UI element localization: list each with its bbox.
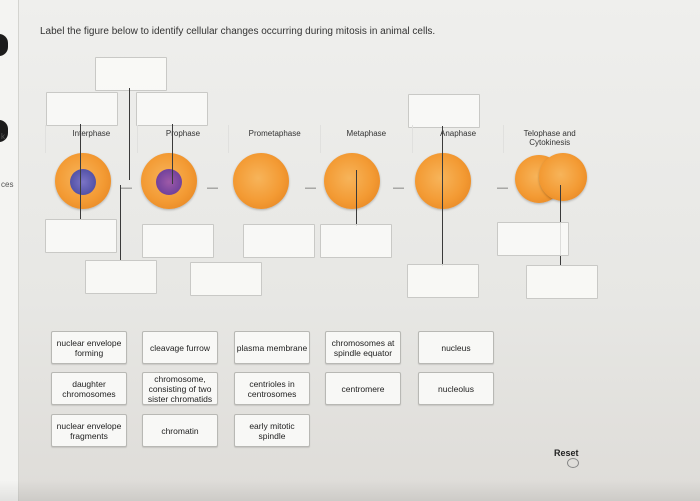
leader-line [129,88,130,180]
label-drop-box[interactable] [497,222,569,256]
cell-nucleus [70,169,96,195]
stage-label-anaphase: Anaphase [411,125,504,153]
label-drop-box[interactable] [408,94,480,128]
answer-centrioles-in-centrosomes[interactable]: centrioles in centrosomes [234,372,310,405]
answer-daughter-chromosomes[interactable]: daughter chromosomes [51,372,127,405]
label-drop-box[interactable] [142,224,214,258]
prophase-cell [141,153,197,209]
nav-dot [0,34,8,56]
label-drop-box[interactable] [46,92,118,126]
stage-header: Interphase Prophase Prometaphase Metapha… [45,125,595,153]
metaphase-cell [324,153,380,209]
answer-plasma-membrane[interactable]: plasma membrane [234,331,310,364]
stage-label-prophase: Prophase [136,125,229,153]
answer-chromosomes-at-spindle-equator[interactable]: chromosomes at spindle equator [325,331,401,364]
stage-label-prometaphase: Prometaphase [228,125,320,153]
reset-button[interactable]: Reset [554,448,579,458]
leader-line [172,124,173,184]
reset-icon[interactable] [567,458,579,468]
label-drop-box[interactable] [526,265,598,299]
cell-nucleus [156,169,182,195]
answer-centromere[interactable]: centromere [325,372,401,405]
nav-dot [0,120,8,142]
answer-chromatin[interactable]: chromatin [142,414,218,447]
side-label: ces [1,180,14,189]
side-label: k [1,132,5,141]
interphase-cell [55,153,111,209]
stage-label-metaphase: Metaphase [320,125,412,153]
label-drop-box[interactable] [407,264,479,298]
answer-early-mitotic-spindle[interactable]: early mitotic spindle [234,414,310,447]
mitosis-figure: Interphase Prophase Prometaphase Metapha… [45,120,597,230]
prometaphase-cell [233,153,289,209]
left-strip: k ces [0,0,19,501]
leader-line [120,185,121,260]
answer-chromosome-two-sister-chromatids[interactable]: chromosome, consisting of two sister chr… [142,372,218,405]
leader-line [356,170,357,226]
arrow-icon: — [207,182,218,194]
leader-line [442,126,443,266]
label-drop-box[interactable] [190,262,262,296]
arrow-icon: — [121,182,132,194]
telophase-cell-right [539,153,587,201]
label-drop-box[interactable] [45,219,117,253]
stage-label-telophase: Telophase and Cytokinesis [503,125,595,153]
anaphase-cell [415,153,471,209]
label-drop-box[interactable] [85,260,157,294]
answer-cleavage-furrow[interactable]: cleavage furrow [142,331,218,364]
answer-nucleolus[interactable]: nucleolus [418,372,494,405]
leader-line [80,124,81,219]
label-drop-box[interactable] [243,224,315,258]
label-drop-box[interactable] [320,224,392,258]
arrow-icon: — [393,182,404,194]
stage-label-interphase: Interphase [45,125,137,153]
arrow-icon: — [497,182,508,194]
bottom-shadow [0,480,700,501]
answer-nucleus[interactable]: nucleus [418,331,494,364]
instructions: Label the figure below to identify cellu… [40,26,436,37]
answer-nuclear-envelope-fragments[interactable]: nuclear envelope fragments [51,414,127,447]
arrow-icon: — [305,182,316,194]
answer-nuclear-envelope-forming[interactable]: nuclear envelope forming [51,331,127,364]
label-drop-box[interactable] [95,57,167,91]
